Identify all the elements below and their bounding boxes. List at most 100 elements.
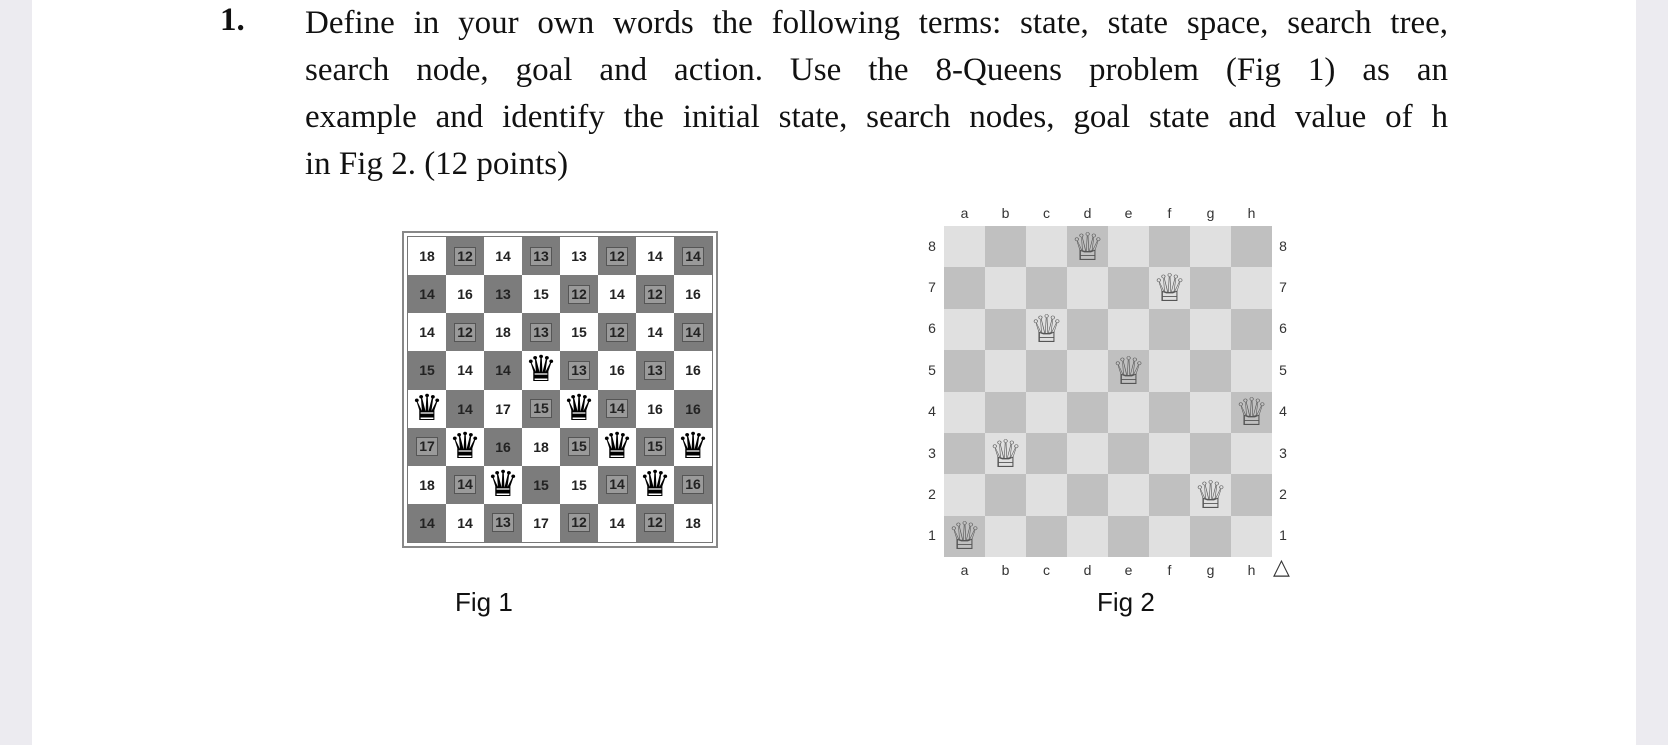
- fig1-heuristic-cell: 12: [598, 237, 636, 276]
- fig1-heuristic-value: 13: [571, 248, 587, 265]
- white-queen-icon: ♕: [1193, 472, 1228, 517]
- fig2-square: ♕: [1190, 472, 1231, 517]
- question-text: Define in your own words the following t…: [305, 0, 1448, 188]
- fig2-square: [1026, 267, 1067, 309]
- fig1-heuristic-cell: 16: [598, 351, 636, 390]
- fig2-square: ♕: [1231, 390, 1272, 435]
- fig2-square: [1067, 350, 1108, 392]
- rank-label-right: 7: [1279, 279, 1287, 296]
- fig2-square: [1190, 515, 1231, 557]
- black-queen-icon: ♛: [524, 349, 558, 391]
- rank-label-right: 2: [1279, 485, 1287, 502]
- fig1-heuristic-value: 12: [644, 284, 666, 304]
- fig1-heuristic-value: 16: [685, 286, 701, 303]
- fig1-heuristic-cell: 17: [408, 427, 446, 466]
- fig2-square: [1108, 515, 1149, 557]
- fig1-heuristic-cell: 14: [598, 503, 636, 542]
- fig1-heuristic-cell: 13: [484, 503, 522, 542]
- fig2-square: [985, 350, 1026, 392]
- fig1-heuristic-value: 12: [568, 513, 590, 533]
- fig1-heuristic-value: 14: [419, 286, 435, 303]
- fig2-square: [985, 226, 1026, 268]
- fig2-square: [1149, 226, 1190, 268]
- fig1-heuristic-cell: 15: [408, 351, 446, 390]
- fig1-heuristic-cell: 14: [598, 465, 636, 504]
- white-queen-icon: ♕: [947, 514, 982, 559]
- rank-label-right: 8: [1279, 237, 1287, 254]
- fig2-square: ♕: [1149, 266, 1190, 311]
- fig1-heuristic-value: 15: [568, 437, 590, 457]
- fig2-square: ♕: [985, 431, 1026, 476]
- fig1-heuristic-value: 16: [682, 475, 704, 495]
- file-label-bottom: e: [1124, 562, 1133, 578]
- rank-label-right: 5: [1279, 361, 1287, 378]
- fig2-square: [985, 267, 1026, 309]
- fig1-heuristic-value: 15: [533, 286, 549, 303]
- fig2-square: [1067, 515, 1108, 557]
- fig2-square: [1026, 391, 1067, 433]
- fig2-square: [1026, 350, 1067, 392]
- fig2-square: [1190, 267, 1231, 309]
- fig1-heuristic-value: 13: [644, 360, 666, 380]
- fig2-square: ♕: [1026, 307, 1067, 352]
- rank-label-left: 7: [928, 279, 936, 296]
- file-label-top: e: [1124, 205, 1133, 221]
- fig2-square: [1149, 515, 1190, 557]
- fig1-heuristic-value: 12: [454, 322, 476, 342]
- rank-label-left: 2: [928, 485, 936, 502]
- fig1-heuristic-cell: 14: [636, 313, 674, 352]
- fig1-heuristic-cell: 12: [446, 313, 484, 352]
- fig1-heuristic-value: 14: [682, 246, 704, 266]
- fig1-heuristic-cell: 14: [408, 503, 446, 542]
- fig2-square: ♕: [1108, 350, 1149, 392]
- fig1-queen-cell: ♛: [636, 465, 674, 504]
- fig2-square: [1026, 474, 1067, 516]
- fig1-heuristic-cell: 13: [560, 237, 598, 276]
- rank-label-left: 5: [928, 361, 936, 378]
- fig1-heuristic-cell: 14: [484, 351, 522, 390]
- fig1-heuristic-value: 15: [571, 324, 587, 341]
- fig1-heuristic-cell: 12: [560, 503, 598, 542]
- fig2-square: [985, 515, 1026, 557]
- fig1-heuristic-value: 16: [685, 400, 701, 417]
- fig1-heuristic-cell: 17: [522, 503, 560, 542]
- white-queen-icon: ♕: [1152, 266, 1187, 311]
- fig2-square: [944, 308, 985, 351]
- fig1-heuristic-value: 14: [419, 324, 435, 341]
- fig2-square: [1231, 226, 1272, 268]
- white-queen-icon: ♕: [1029, 307, 1064, 352]
- fig1-heuristic-value: 13: [492, 513, 514, 533]
- fig1-heuristic-cell: 18: [408, 237, 446, 276]
- fig1-heuristic-cell: 14: [446, 503, 484, 542]
- fig1-heuristic-value: 14: [454, 475, 476, 495]
- file-label-top: g: [1206, 205, 1215, 221]
- fig1-heuristic-value: 12: [644, 513, 666, 533]
- fig1-heuristic-cell: 12: [560, 275, 598, 314]
- question-line-3: example and identify the initial state, …: [305, 99, 1448, 135]
- fig1-heuristic-cell: 14: [484, 237, 522, 276]
- fig2-square: [1067, 432, 1108, 475]
- fig1-heuristic-value: 16: [495, 438, 511, 455]
- rank-label-left: 8: [928, 237, 936, 254]
- file-label-bottom: c: [1043, 562, 1050, 578]
- file-label-top: f: [1167, 205, 1172, 221]
- fig1-heuristic-value: 12: [568, 284, 590, 304]
- fig1-queen-cell: ♛: [674, 427, 712, 466]
- fig2-square: [1108, 308, 1149, 351]
- fig2-square: [1149, 308, 1190, 351]
- fig2-square: [1231, 474, 1272, 516]
- fig2-square: [1190, 308, 1231, 351]
- fig1-heuristic-value: 18: [685, 514, 701, 531]
- fig1-heuristic-cell: 15: [560, 313, 598, 352]
- white-queen-icon: ♕: [1070, 224, 1105, 269]
- fig2-square: [944, 267, 985, 309]
- fig2-square: [1067, 308, 1108, 351]
- white-queen-icon: ♕: [1234, 390, 1269, 435]
- fig1-heuristic-value: 16: [685, 362, 701, 379]
- fig2-square: [944, 474, 985, 516]
- file-label-top: d: [1083, 205, 1092, 221]
- fig1-heuristic-cell: 15: [522, 465, 560, 504]
- fig2-square: [1026, 432, 1067, 475]
- fig1-heuristic-value: 13: [530, 246, 552, 266]
- white-queen-icon: ♕: [988, 431, 1023, 476]
